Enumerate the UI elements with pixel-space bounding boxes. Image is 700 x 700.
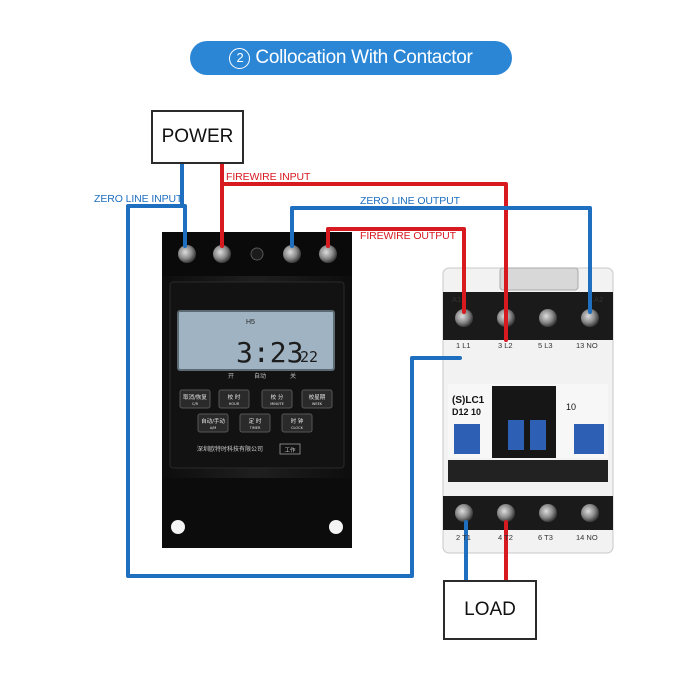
contactor-terminal-bottom-1: 2 T1 (456, 533, 471, 542)
timer-button-sub-3: MINUTE (270, 402, 284, 406)
wire-zero-line-output (290, 206, 592, 314)
power-label: POWER (161, 126, 234, 147)
power-box: POWER (151, 110, 244, 164)
timer-button-label-4: 校星期 (309, 393, 326, 401)
contactor-screw-top-4 (581, 309, 599, 327)
lcd-status-auto: 自动 (254, 372, 266, 380)
timer-screw-1 (178, 245, 196, 263)
timer-button-label-3: 校 分 (271, 393, 284, 401)
contactor-terminal-bottom-2: 4 T2 (498, 533, 513, 542)
contactor-terminal-top-3: 5 L3 (538, 341, 553, 350)
lcd-status-on: 开 (228, 373, 234, 380)
contactor-terminal-top-4: 13 NO (576, 341, 598, 350)
load-label: LOAD (464, 599, 516, 620)
contactor-screw-top-1 (455, 309, 473, 327)
timer-brand: 深圳欧特时科技有限公司 (197, 445, 263, 453)
timer-button-week[interactable] (301, 389, 333, 409)
contactor-screw-bottom-1 (455, 504, 473, 522)
timer-switch (162, 232, 352, 548)
timer-buttons (179, 389, 333, 433)
contactor-screw-bottom-3 (539, 504, 557, 522)
timer-button-clock[interactable] (281, 413, 313, 433)
timer-button-sub-2: HOUR (229, 402, 240, 406)
contactor-blue-mid1 (508, 420, 524, 450)
load-box: LOAD (443, 580, 537, 640)
timer-screw-3 (283, 245, 301, 263)
contactor-aux-contact: 10 (566, 402, 576, 412)
lcd-status-off: 关 (290, 372, 296, 380)
timer-button-sub-1: C/R (192, 402, 199, 406)
contactor-terminal-top-2: 3 L2 (498, 341, 513, 350)
timer-lcd (177, 310, 335, 371)
contactor-terminal-top-1: 1 L1 (456, 341, 471, 350)
timer-button-timer[interactable] (239, 413, 271, 433)
contactor-blue-mid2 (530, 420, 546, 450)
contactor-screw-top-3 (539, 309, 557, 327)
timer-brand-tag: 工作 (284, 446, 296, 454)
lcd-time: 3:23 (236, 336, 303, 369)
contactor (442, 267, 614, 554)
contactor-blue-right (574, 424, 604, 454)
timer-button-minute[interactable] (261, 389, 293, 409)
contactor-coil-a2: A2 (594, 295, 603, 304)
contactor-terminal-bottom-4: 14 NO (576, 533, 598, 542)
lcd-seconds: 22 (300, 348, 318, 366)
contactor-screw-bottom-2 (497, 504, 515, 522)
contactor-lower-band (448, 460, 608, 482)
timer-button-sub-6: TIMER (249, 426, 261, 430)
timer-hole (250, 247, 264, 261)
contactor-coil-a1: A1 (452, 295, 461, 304)
timer-screw-4 (319, 245, 337, 263)
wire-zero-to-contactor-l1 (126, 204, 462, 578)
contactor-terminal-bottom-3: 6 T3 (538, 533, 553, 542)
wire-firewire-output (326, 227, 466, 314)
timer-screw-2 (213, 245, 231, 263)
timer-button-label-2: 校 时 (228, 393, 241, 401)
timer-button-label-5: 自动/手动 (201, 417, 225, 425)
timer-mount-hole-right (329, 520, 343, 534)
label-zero-line-output: ZERO LINE OUTPUT (360, 195, 460, 207)
title-banner: 2 Collocation With Contactor (190, 41, 512, 75)
timer-button-label-7: 时 钟 (291, 417, 304, 425)
contactor-model-line1: (S)LC1 (452, 395, 485, 406)
timer-button-auto-manual[interactable] (197, 413, 229, 433)
contactor-screw-bottom-4 (581, 504, 599, 522)
timer-base (162, 478, 352, 548)
timer-button-cancel-restore[interactable] (179, 389, 211, 409)
timer-mount-hole-left (171, 520, 185, 534)
contactor-model-line2: D12 10 (452, 407, 481, 417)
contactor-top-label-plate (499, 267, 579, 291)
timer-button-hour[interactable] (218, 389, 250, 409)
timer-button-label-1: 取消/恢复 (183, 393, 207, 401)
timer-button-sub-5: A/M (210, 426, 217, 430)
timer-button-sub-4: WEEK (312, 402, 323, 406)
timer-button-label-6: 定 时 (249, 417, 262, 425)
timer-button-sub-7: CLOCK (291, 426, 303, 430)
timer-brand-tag-frame (279, 443, 301, 455)
lcd-small-label: H5 (246, 319, 255, 326)
title-number-badge: 2 (229, 47, 251, 69)
wires (126, 158, 592, 582)
label-firewire-output: FIREWIRE OUTPUT (360, 230, 456, 242)
label-zero-line-input: ZERO LINE INPUT (94, 193, 183, 205)
title-text: Collocation With Contactor (255, 47, 473, 68)
wire-firewire-to-contactor-l2 (220, 182, 508, 342)
label-firewire-input: FIREWIRE INPUT (226, 171, 311, 183)
contactor-blue-left (454, 424, 480, 454)
